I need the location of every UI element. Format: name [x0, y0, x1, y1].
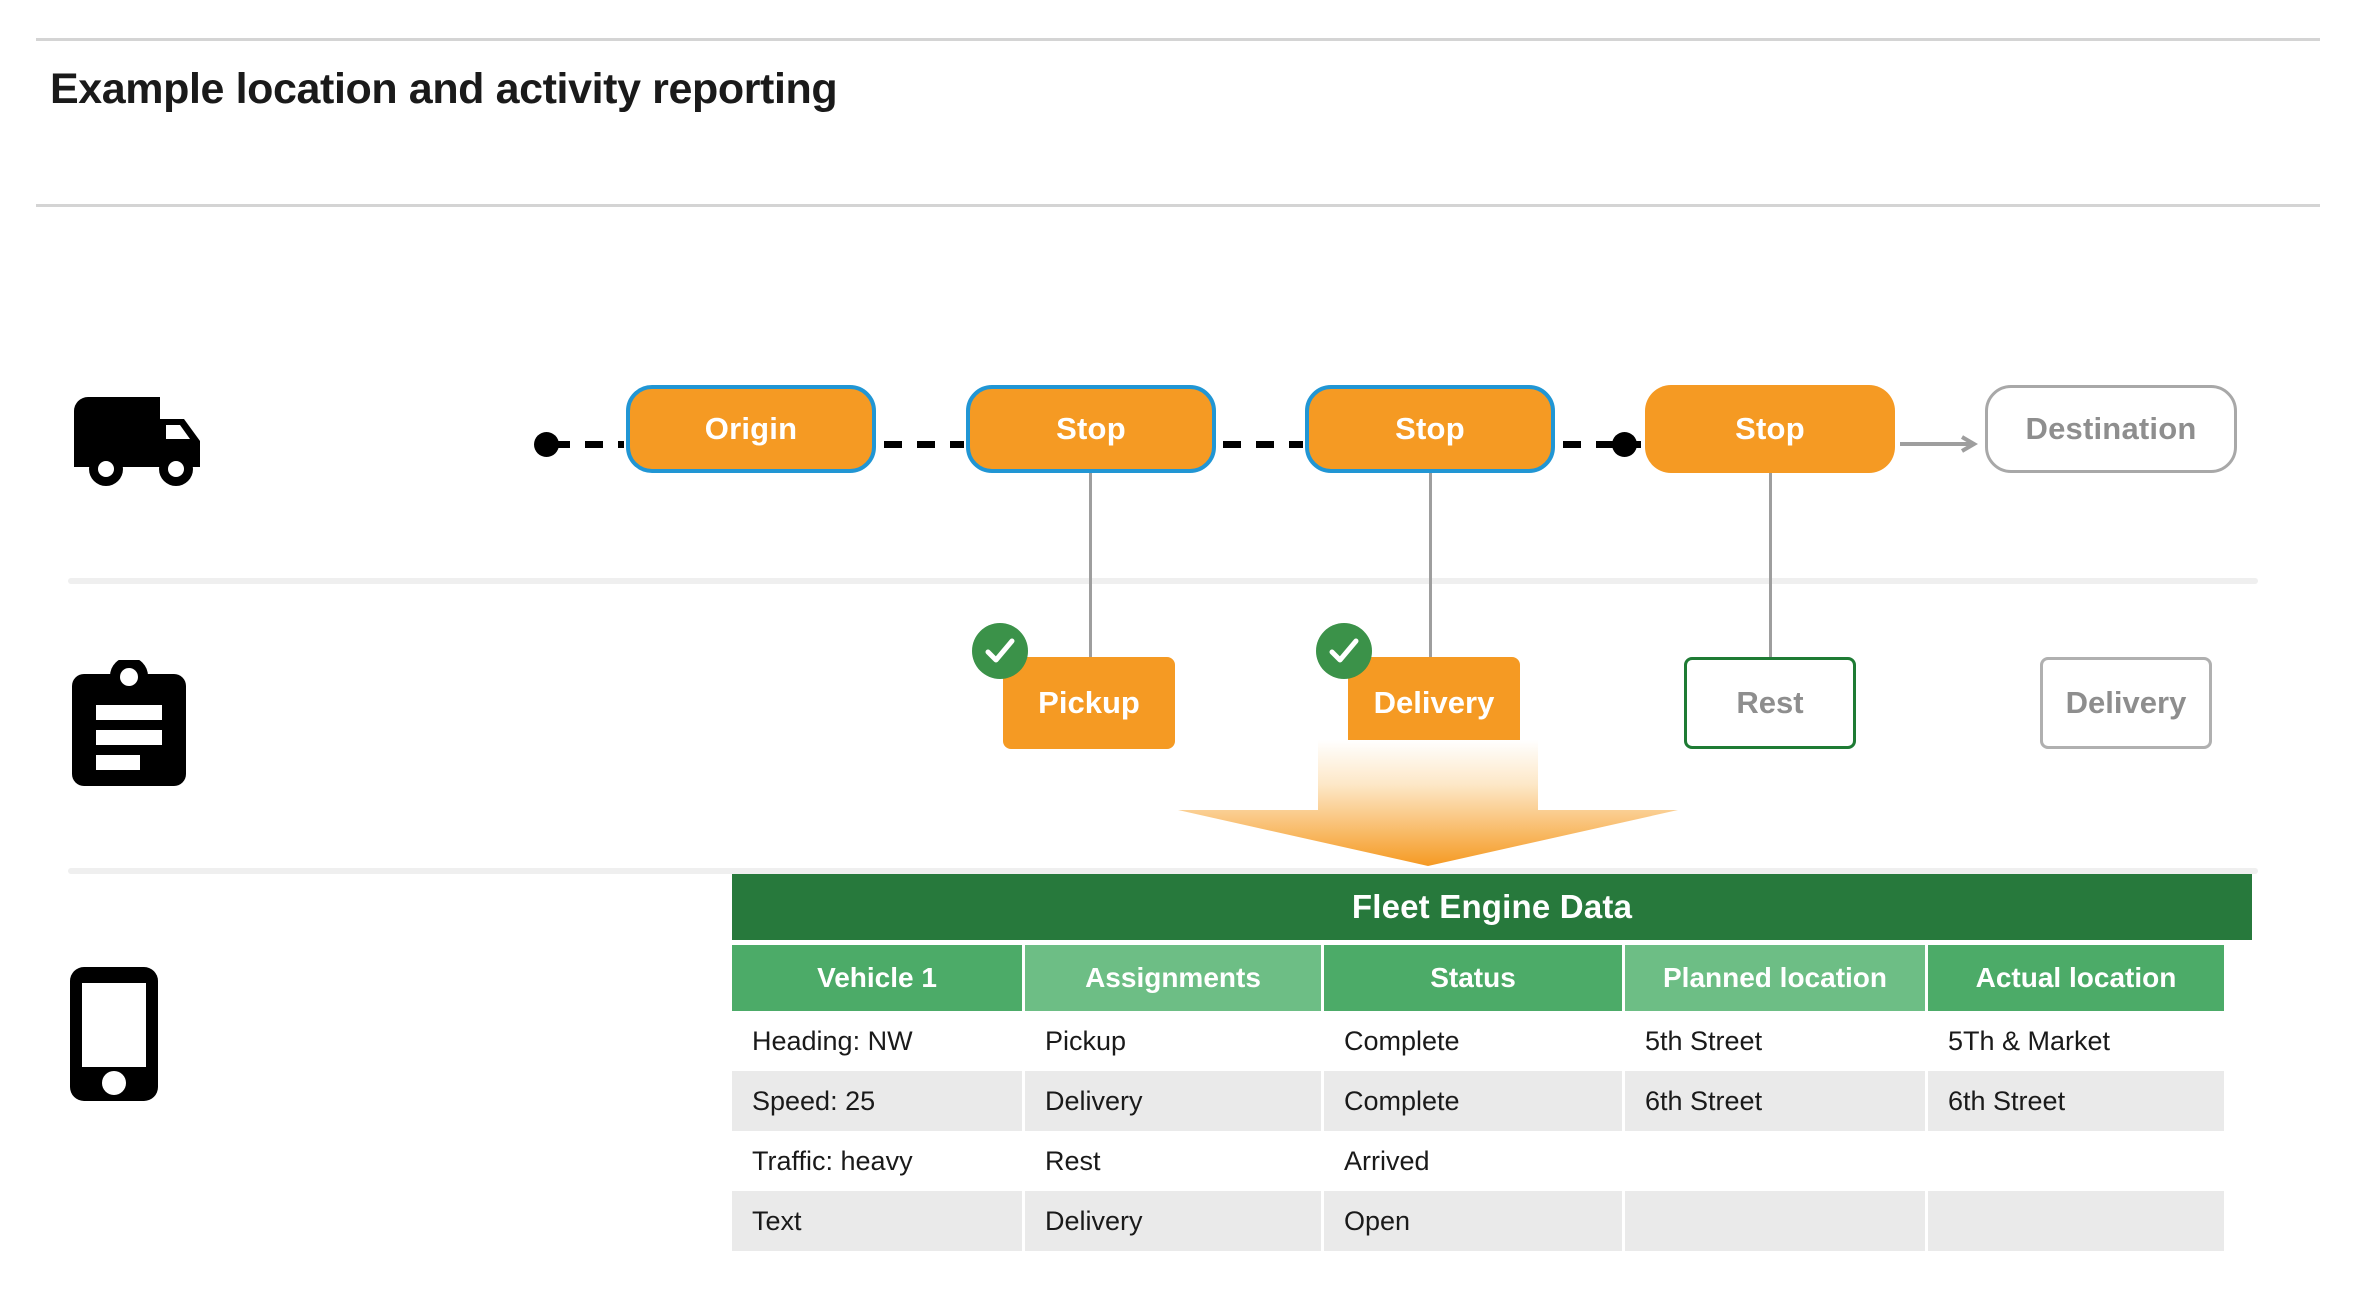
route-mid-dot [1612, 432, 1637, 457]
activity-rest[interactable]: Rest [1684, 657, 1856, 749]
fleet-table-body: Heading: NW Pickup Complete 5th Street 5… [732, 1011, 2252, 1251]
activity-delivery-pending[interactable]: Delivery [2040, 657, 2212, 749]
fleet-table-header-row: Vehicle 1 Assignments Status Planned loc… [732, 940, 2252, 1011]
header-rule-top [36, 38, 2320, 41]
section-divider-activity-data [68, 868, 2258, 874]
cell-status: Open [1324, 1191, 1622, 1251]
cell-planned-location [1625, 1191, 1925, 1251]
cell-vehicle: Heading: NW [732, 1011, 1022, 1071]
down-arrow-icon [1168, 740, 1688, 868]
column-header-vehicle[interactable]: Vehicle 1 [732, 945, 1022, 1011]
activity-pickup[interactable]: Pickup [1003, 657, 1175, 749]
cell-planned-location: 5th Street [1625, 1011, 1925, 1071]
drop-connector-stop-3 [1769, 473, 1772, 663]
fleet-table-title: Fleet Engine Data [732, 874, 2252, 940]
cell-status: Arrived [1324, 1131, 1622, 1191]
cell-vehicle: Text [732, 1191, 1022, 1251]
cell-assignment: Rest [1025, 1131, 1321, 1191]
cell-assignment: Delivery [1025, 1191, 1321, 1251]
route-node-stop-2[interactable]: Stop [1305, 385, 1555, 473]
cell-assignment: Pickup [1025, 1011, 1321, 1071]
drop-connector-stop-2 [1429, 473, 1432, 663]
cell-actual-location: 6th Street [1928, 1071, 2224, 1131]
column-header-assignments[interactable]: Assignments [1025, 945, 1321, 1011]
cell-actual-location [1928, 1191, 2224, 1251]
route-node-stop-1[interactable]: Stop [966, 385, 1216, 473]
cell-status: Complete [1324, 1071, 1622, 1131]
route-connector-0 [552, 441, 624, 448]
truck-icon [68, 393, 208, 488]
check-icon-delivery [1316, 623, 1372, 679]
route-node-stop-3[interactable]: Stop [1645, 385, 1895, 473]
route-connector-2 [1223, 441, 1303, 448]
cell-status: Complete [1324, 1011, 1622, 1071]
route-node-destination[interactable]: Destination [1985, 385, 2237, 473]
cell-vehicle: Speed: 25 [732, 1071, 1022, 1131]
column-header-actual-location[interactable]: Actual location [1928, 945, 2224, 1011]
activity-delivery[interactable]: Delivery [1348, 657, 1520, 749]
clipboard-icon [70, 660, 188, 788]
check-icon-pickup [972, 623, 1028, 679]
mobile-phone-icon [68, 965, 160, 1103]
section-divider-route-activity [68, 578, 2258, 584]
route-connector-3 [1563, 441, 1641, 448]
column-header-status[interactable]: Status [1324, 945, 1622, 1011]
drop-connector-stop-1 [1089, 473, 1092, 663]
column-header-planned-location[interactable]: Planned location [1625, 945, 1925, 1011]
arrow-to-destination-icon [1900, 434, 1984, 454]
route-connector-1 [884, 441, 964, 448]
cell-assignment: Delivery [1025, 1071, 1321, 1131]
fleet-engine-table: Fleet Engine Data Vehicle 1 Assignments … [732, 874, 2252, 1251]
route-node-origin[interactable]: Origin [626, 385, 876, 473]
cell-planned-location: 6th Street [1625, 1071, 1925, 1131]
cell-actual-location [1928, 1131, 2224, 1191]
cell-vehicle: Traffic: heavy [732, 1131, 1022, 1191]
header-rule-bottom [36, 204, 2320, 207]
page-title: Example location and activity reporting [50, 65, 838, 113]
cell-planned-location [1625, 1131, 1925, 1191]
cell-actual-location: 5Th & Market [1928, 1011, 2224, 1071]
